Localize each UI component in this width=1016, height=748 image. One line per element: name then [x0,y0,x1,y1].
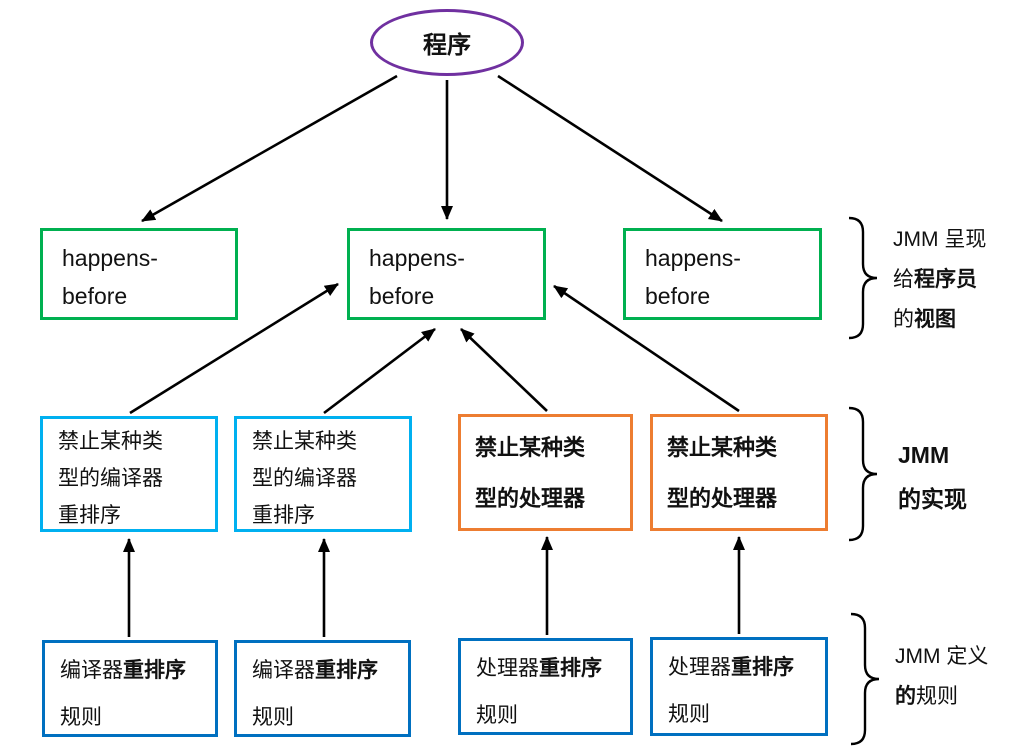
brace-rules-layer [850,612,880,746]
text-segment: 重排序 [123,659,186,682]
forbid-compiler-reorder-box-2: 禁止某种类型的编译器重排序 [234,416,412,532]
brace-implementation-layer [848,406,878,542]
text-segment: 程序员 [914,268,977,291]
annotation-view-for-programmers: JMM 呈现给程序员的视图 [893,220,986,340]
arrow-program-to-hb3 [497,74,723,223]
arrow-compiler2-to-hb2 [323,327,436,415]
text-segment: 禁止某种类 [252,430,357,453]
text-segment: 禁止某种类 [58,430,163,453]
compiler-reorder-rules-box-1: 编译器重排序规则 [42,640,218,737]
happens-before-box-1: happens- before [40,228,238,320]
text-segment: 重排序 [539,657,602,680]
arrow-program-to-hb1 [141,74,398,223]
text-segment: 视图 [914,308,956,331]
text-segment: 给 [893,268,914,291]
forbid-processor-reorder-box-1: 禁止某种类型的处理器 [458,414,633,531]
brace-view-layer [848,216,878,340]
text-segment: 规则 [916,685,958,708]
program-node: 程序 [370,9,524,76]
compiler-reorder-rules-box-2: 编译器重排序规则 [234,640,411,737]
text-segment: 处理器 [476,657,539,680]
text-segment: 重排序 [252,504,315,527]
text-segment: 规则 [668,703,710,726]
arrow-processor1-to-hb2 [460,328,548,412]
annotation-jmm-defined-rules: JMM 定义的规则 [895,637,988,717]
text-segment: 重排序 [58,504,121,527]
program-node-label: 程序 [423,32,471,59]
text-segment: JMM [898,442,950,468]
text-segment: 型的处理器 [475,486,586,511]
text-segment: 的 [895,685,916,708]
forbid-processor-reorder-box-2: 禁止某种类型的处理器 [650,414,828,531]
text-segment: 型的处理器 [667,486,778,511]
text-segment: 编译器 [252,659,315,682]
text-segment: 禁止某种类 [475,435,586,460]
processor-reorder-rules-box-1: 处理器重排序规则 [458,638,633,735]
text-segment: 型的编译器 [58,467,163,490]
text-segment: 处理器 [668,656,731,679]
text-segment: 型的编译器 [252,467,357,490]
text-segment: JMM 呈现 [893,228,987,251]
text-segment: 禁止某种类 [667,435,778,460]
text-segment: JMM 定义 [895,645,989,668]
annotation-jmm-implementation: JMM 的实现 [898,433,967,521]
text-segment: 编译器 [60,659,123,682]
text-segment: 重排序 [731,656,794,679]
text-segment: 规则 [60,706,102,729]
happens-before-box-3: happens- before [623,228,822,320]
text-segment: 的实现 [898,486,967,512]
processor-reorder-rules-box-2: 处理器重排序规则 [650,637,828,736]
text-segment: 重排序 [315,659,378,682]
text-segment: 规则 [476,704,518,727]
forbid-compiler-reorder-box-1: 禁止某种类型的编译器重排序 [40,416,218,532]
happens-before-box-2: happens- before [347,228,546,320]
text-segment: 的 [893,308,914,331]
text-segment: 规则 [252,706,294,729]
